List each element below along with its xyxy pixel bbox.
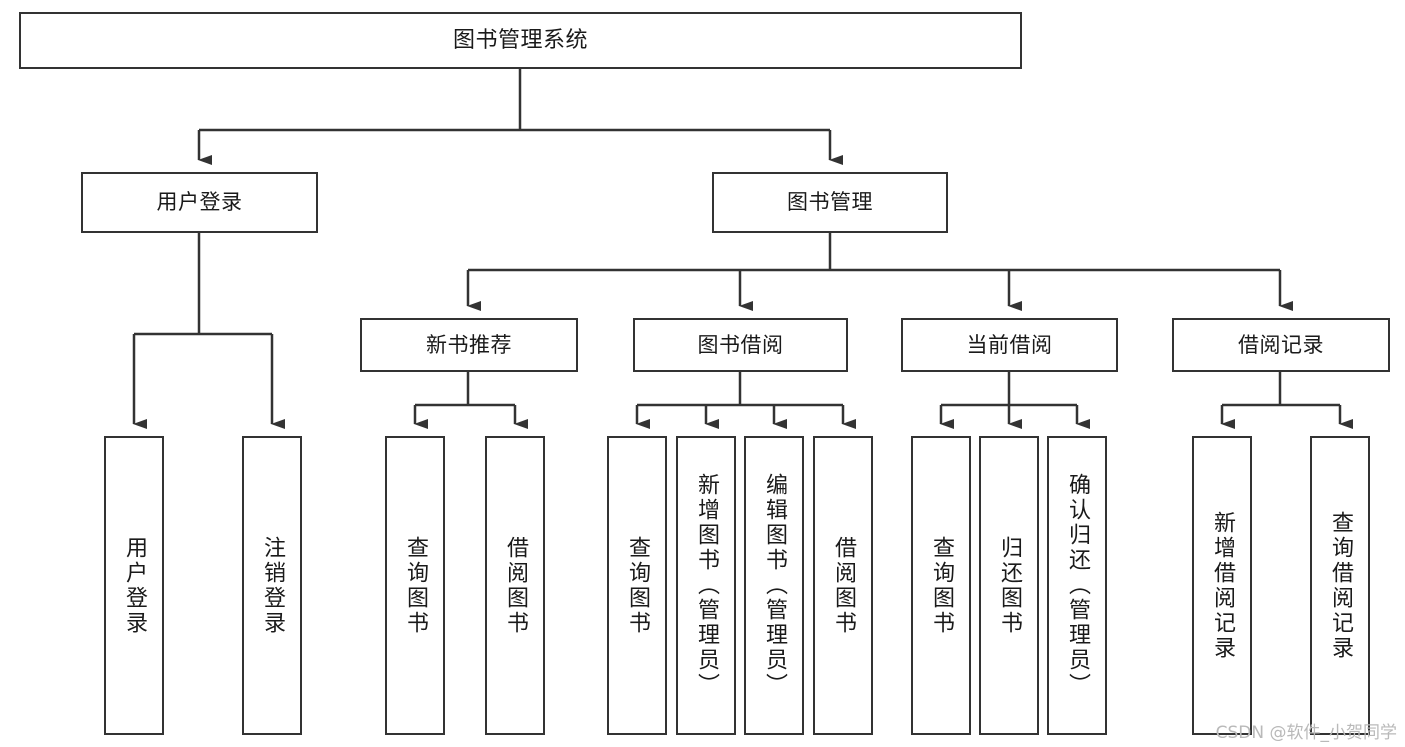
node-borrow-record-label: 借阅记录 <box>1238 332 1324 357</box>
leaf-nb-borrow-book[interactable]: 借阅图书 <box>485 436 545 735</box>
node-new-book-recommend-label: 新书推荐 <box>426 332 512 357</box>
node-book-borrow-label: 图书借阅 <box>697 332 784 357</box>
leaf-bb-borrow-book-label: 借阅图书 <box>830 535 856 636</box>
node-user-login[interactable]: 用户登录 <box>81 172 318 233</box>
leaf-br-add-record-label: 新增借阅记录 <box>1209 510 1235 661</box>
leaf-nb-query-book-label: 查询图书 <box>402 535 428 636</box>
node-new-book-recommend[interactable]: 新书推荐 <box>360 318 578 372</box>
leaf-cb-confirm-return[interactable]: 确认归还（管理员） <box>1047 436 1107 735</box>
leaf-logout-label: 注销登录 <box>259 535 285 636</box>
leaf-cb-query-book[interactable]: 查询图书 <box>911 436 971 735</box>
leaf-br-add-record[interactable]: 新增借阅记录 <box>1192 436 1252 735</box>
node-root-label: 图书管理系统 <box>452 27 588 53</box>
leaf-user-login-label: 用户登录 <box>121 535 147 636</box>
leaf-user-login[interactable]: 用户登录 <box>104 436 164 735</box>
leaf-bb-edit-book-label: 编辑图书（管理员） <box>761 473 787 698</box>
node-user-login-label: 用户登录 <box>156 190 243 215</box>
node-current-borrow-label: 当前借阅 <box>966 332 1053 357</box>
leaf-cb-return-book-label: 归还图书 <box>996 535 1022 636</box>
leaf-bb-query-book-label: 查询图书 <box>624 535 650 636</box>
leaf-br-query-record-label: 查询借阅记录 <box>1327 510 1353 661</box>
leaf-cb-return-book[interactable]: 归还图书 <box>979 436 1039 735</box>
leaf-nb-query-book[interactable]: 查询图书 <box>385 436 445 735</box>
leaf-cb-confirm-return-label: 确认归还（管理员） <box>1064 473 1090 698</box>
leaf-bb-query-book[interactable]: 查询图书 <box>607 436 667 735</box>
node-current-borrow[interactable]: 当前借阅 <box>901 318 1118 372</box>
leaf-bb-edit-book[interactable]: 编辑图书（管理员） <box>744 436 804 735</box>
leaf-bb-borrow-book[interactable]: 借阅图书 <box>813 436 873 735</box>
leaf-bb-add-book-label: 新增图书（管理员） <box>693 473 719 698</box>
node-book-borrow[interactable]: 图书借阅 <box>633 318 848 372</box>
leaf-cb-query-book-label: 查询图书 <box>928 535 954 636</box>
watermark-text: CSDN @软件_小贺同学 <box>1215 723 1397 743</box>
node-root[interactable]: 图书管理系统 <box>19 12 1022 69</box>
leaf-br-query-record[interactable]: 查询借阅记录 <box>1310 436 1370 735</box>
leaf-bb-add-book[interactable]: 新增图书（管理员） <box>676 436 736 735</box>
node-borrow-record[interactable]: 借阅记录 <box>1172 318 1390 372</box>
node-book-management[interactable]: 图书管理 <box>712 172 948 233</box>
leaf-nb-borrow-book-label: 借阅图书 <box>502 535 528 636</box>
leaf-logout[interactable]: 注销登录 <box>242 436 302 735</box>
node-book-management-label: 图书管理 <box>787 190 873 215</box>
